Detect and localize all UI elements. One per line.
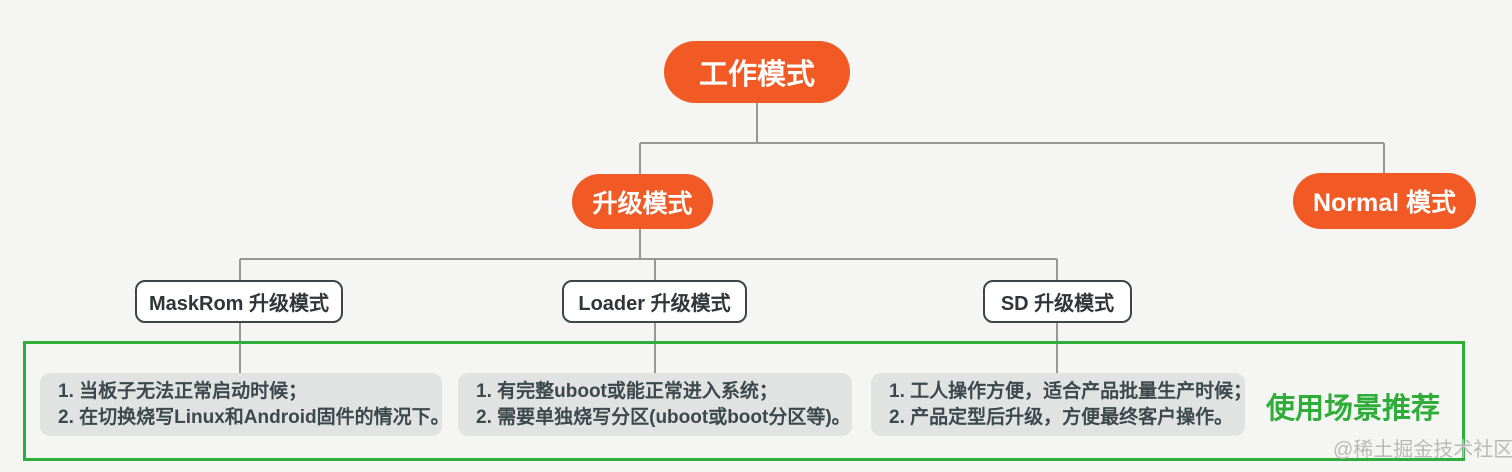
node-normal-mode: Normal 模式 — [1293, 173, 1476, 229]
description-line: 2. 在切换烧写Linux和Android固件的情况下。 — [58, 407, 442, 428]
usage-recommendation-label: 使用场景推荐 — [1266, 393, 1441, 425]
usage-recommendation-box — [23, 341, 1465, 461]
node-maskrom-upgrade-mode: MaskRom 升级模式 — [135, 280, 343, 323]
description-sd: 1. 工人操作方便，适合产品批量生产时候； 2. 产品定型后升级，方便最终客户操… — [871, 373, 1245, 436]
description-line: 1. 当板子无法正常启动时候； — [58, 381, 308, 402]
node-loader-upgrade-mode: Loader 升级模式 — [562, 280, 747, 323]
watermark-text: @稀土掘金技术社区 — [1333, 439, 1512, 461]
description-line: 1. 有完整uboot或能正常进入系统； — [476, 381, 778, 402]
description-maskrom: 1. 当板子无法正常启动时候； 2. 在切换烧写Linux和Android固件的… — [40, 373, 442, 436]
description-loader: 1. 有完整uboot或能正常进入系统； 2. 需要单独烧写分区(uboot或b… — [458, 373, 852, 436]
description-line: 1. 工人操作方便，适合产品批量生产时候； — [889, 381, 1245, 402]
node-upgrade-mode: 升级模式 — [572, 174, 713, 229]
node-sd-upgrade-mode: SD 升级模式 — [983, 280, 1132, 323]
node-work-mode: 工作模式 — [664, 41, 850, 103]
description-line: 2. 需要单独烧写分区(uboot或boot分区等)。 — [476, 407, 851, 428]
description-line: 2. 产品定型后升级，方便最终客户操作。 — [889, 407, 1234, 428]
